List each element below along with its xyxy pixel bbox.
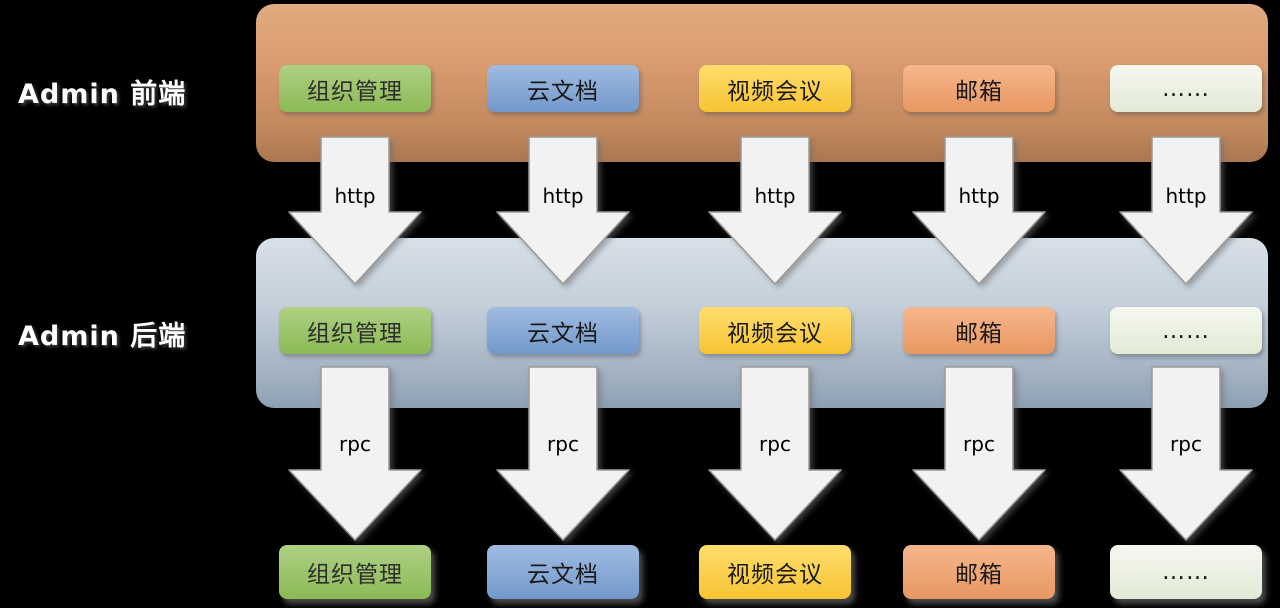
module-label: 视频会议 [727,320,823,347]
module-box-services-mail: 邮箱 [903,545,1055,599]
module-label: 视频会议 [727,562,823,588]
down-arrow-icon [288,136,422,285]
rpc-arrow-org-management: rpc [283,366,427,542]
rpc-protocol-label: rpc [542,432,584,457]
module-box-services-video-conference: 视频会议 [699,545,851,599]
module-box-frontend-cloud-docs: 云文档 [487,65,639,112]
module-label: 云文档 [527,562,599,588]
module-label: 组织管理 [307,78,403,105]
module-label: 组织管理 [307,320,403,347]
http-arrow-more: http [1114,136,1258,286]
module-label: 邮箱 [955,78,1003,105]
module-label: …… [1162,317,1210,344]
http-arrow-org-management: http [283,136,427,286]
module-label: 云文档 [527,78,599,105]
module-box-backend-cloud-docs: 云文档 [487,307,639,354]
module-box-backend-org-management: 组织管理 [279,307,431,354]
rpc-arrow-mail: rpc [907,366,1051,542]
module-box-frontend-video-conference: 视频会议 [699,65,851,112]
module-box-backend-mail: 邮箱 [903,307,1055,354]
down-arrow-icon [708,136,842,285]
http-protocol-label: http [749,184,801,209]
module-box-backend-more: …… [1110,307,1262,354]
http-protocol-label: http [537,184,589,209]
rpc-protocol-label: rpc [754,432,796,457]
module-label: 云文档 [527,320,599,347]
module-box-frontend-org-management: 组织管理 [279,65,431,112]
module-label: 邮箱 [955,320,1003,347]
module-label: 组织管理 [307,562,403,588]
http-arrow-video-conference: http [703,136,847,286]
module-box-services-org-management: 组织管理 [279,545,431,599]
module-box-backend-video-conference: 视频会议 [699,307,851,354]
down-arrow-icon [496,136,630,285]
module-label: …… [1162,559,1210,585]
http-protocol-label: http [329,184,381,209]
module-label: 邮箱 [955,562,1003,588]
http-arrow-mail: http [907,136,1051,286]
http-protocol-label: http [1160,184,1212,209]
down-arrow-icon [912,136,1046,285]
module-label: 视频会议 [727,78,823,105]
rpc-arrow-cloud-docs: rpc [491,366,635,542]
module-box-services-cloud-docs: 云文档 [487,545,639,599]
module-label: …… [1162,75,1210,102]
rpc-protocol-label: rpc [1165,432,1207,457]
rpc-protocol-label: rpc [958,432,1000,457]
module-box-frontend-more: …… [1110,65,1262,112]
rpc-arrow-more: rpc [1114,366,1258,542]
module-box-services-more: …… [1110,545,1262,599]
frontend-layer-label: Admin 前端 [18,79,187,110]
backend-layer-label: Admin 后端 [18,321,187,352]
module-box-frontend-mail: 邮箱 [903,65,1055,112]
http-protocol-label: http [953,184,1005,209]
rpc-arrow-video-conference: rpc [703,366,847,542]
down-arrow-icon [1119,136,1253,285]
rpc-protocol-label: rpc [334,432,376,457]
http-arrow-cloud-docs: http [491,136,635,286]
